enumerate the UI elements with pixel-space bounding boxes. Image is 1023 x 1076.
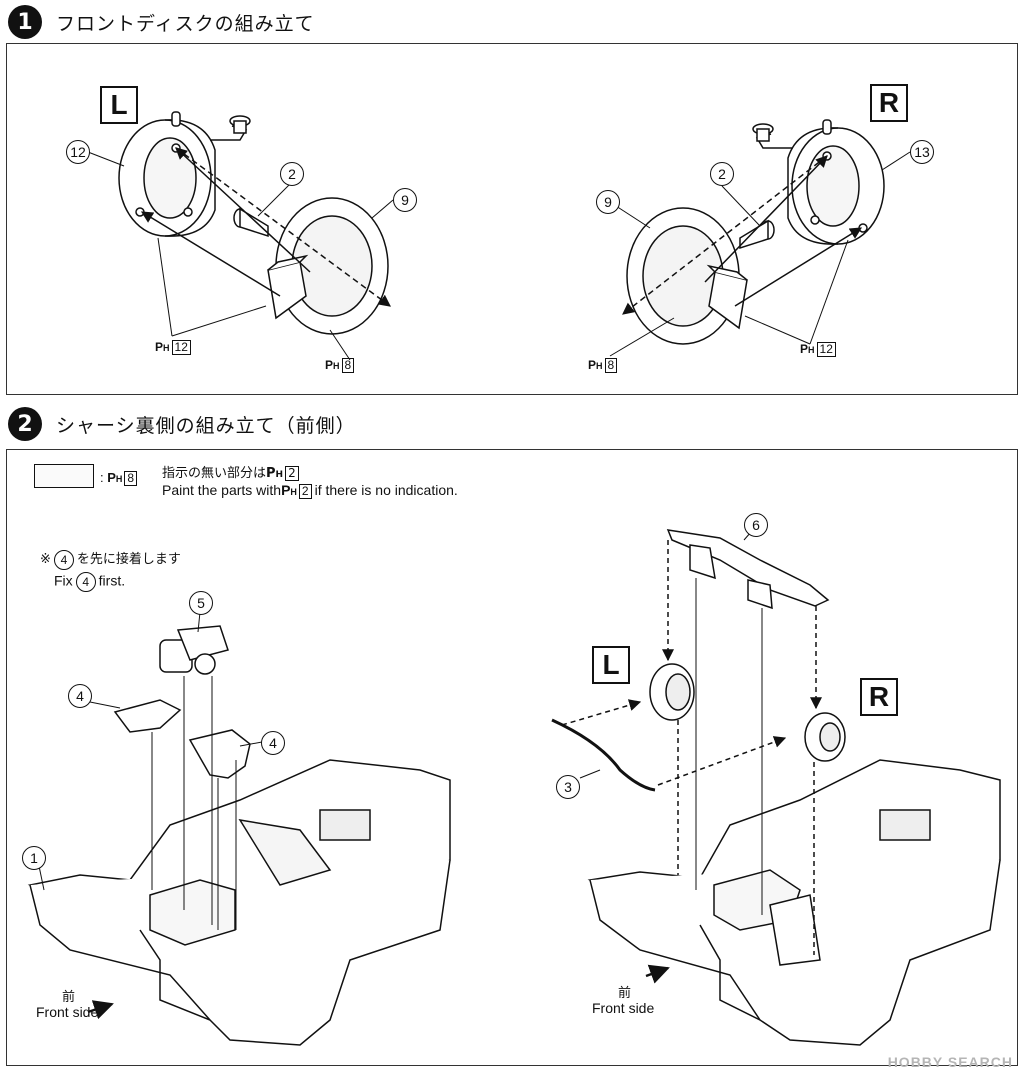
left-parts4-and-5 <box>113 625 251 779</box>
legend-swatch <box>34 464 94 488</box>
left-pin-part2 <box>233 207 269 238</box>
left-side-label-step2: L <box>592 646 630 684</box>
front-label-left-jp: 前 <box>62 990 76 1005</box>
part-callout-2-right: 2 <box>710 162 734 186</box>
left-side-label: L <box>100 86 138 124</box>
part-callout-4-b: 4 <box>261 731 285 755</box>
left-disc-part9 <box>267 197 389 335</box>
part-callout-13-right: 13 <box>910 140 934 164</box>
part-callout-3: 3 <box>556 775 580 799</box>
right-assembly-mirror <box>622 119 885 345</box>
step1-number: 1 <box>8 5 42 39</box>
part-callout-1: 1 <box>22 846 46 870</box>
right-suspension-parts <box>551 529 846 966</box>
right-side-label: R <box>870 84 908 122</box>
part-callout-5: 5 <box>189 591 213 615</box>
part-callout-9-left: 9 <box>393 188 417 212</box>
step2-number: 2 <box>8 407 42 441</box>
left-chassis-part1 <box>27 759 451 1046</box>
part-callout-2-left: 2 <box>280 162 304 186</box>
watermark: HOBBY SEARCH <box>887 1054 1013 1070</box>
step1-header: 1 フロントディスクの組み立て <box>8 2 315 42</box>
left-hub-part12 <box>118 111 251 237</box>
step1-title: フロントディスクの組み立て <box>56 12 315 35</box>
front-label-right-en: Front side <box>592 1000 655 1016</box>
step2-header: 2 シャーシ裏側の組み立て（前側） <box>8 404 356 444</box>
part-callout-6: 6 <box>744 513 768 537</box>
step2-title: シャーシ裏側の組み立て（前側） <box>56 414 356 437</box>
front-label-right-jp: 前 <box>618 986 632 1001</box>
right-side-label-step2: R <box>860 678 898 716</box>
part-callout-9-right: 9 <box>596 190 620 214</box>
front-label-left-en: Front side <box>36 1004 99 1020</box>
part-callout-4-a: 4 <box>68 684 92 708</box>
part-callout-12-left: 12 <box>66 140 90 164</box>
